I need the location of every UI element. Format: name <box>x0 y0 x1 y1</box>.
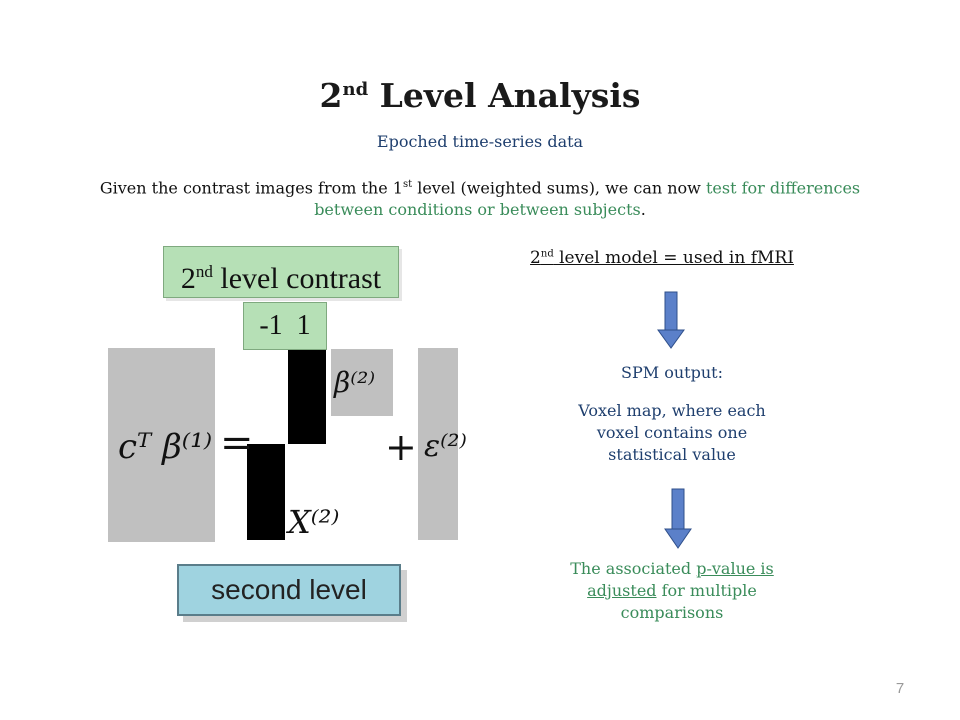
contrast-box: 2nd level contrast <box>163 246 399 298</box>
lhs-panel <box>108 348 215 542</box>
intro-paragraph: Given the contrast images from the 1st l… <box>99 178 861 220</box>
contrast-vector: -1 1 <box>243 302 327 350</box>
page-title: 2nd Level Analysis <box>319 76 641 115</box>
equals-sign: = <box>220 420 254 466</box>
lhs-expression: cᵀ β⁽¹⁾ <box>118 427 212 467</box>
intro-highlight: test for differences between conditions … <box>314 178 861 220</box>
plus-sign: + <box>385 425 417 469</box>
second-level-box: second level <box>177 564 401 616</box>
down-arrow-icon <box>664 488 692 549</box>
design-col-bottom <box>247 444 285 540</box>
page-number: 7 <box>895 680 905 697</box>
design-matrix-label: X⁽²⁾ <box>285 503 339 541</box>
beta-panel <box>331 349 393 416</box>
spm-output-label: SPM output: <box>621 363 723 382</box>
down-arrow-icon <box>657 291 685 349</box>
design-col-top <box>288 348 326 444</box>
beta-expression: β⁽²⁾ <box>333 366 375 399</box>
voxel-map-text: Voxel map, where each voxel contains one… <box>578 401 766 464</box>
subtitle: Epoched time-series data <box>376 132 584 151</box>
error-panel <box>418 348 458 540</box>
error-expression: ε⁽²⁾ <box>424 429 467 464</box>
p-value-text: The associated p-value is adjusted for m… <box>570 559 774 622</box>
model-label: 2nd level model = used in fMRI <box>530 248 794 268</box>
